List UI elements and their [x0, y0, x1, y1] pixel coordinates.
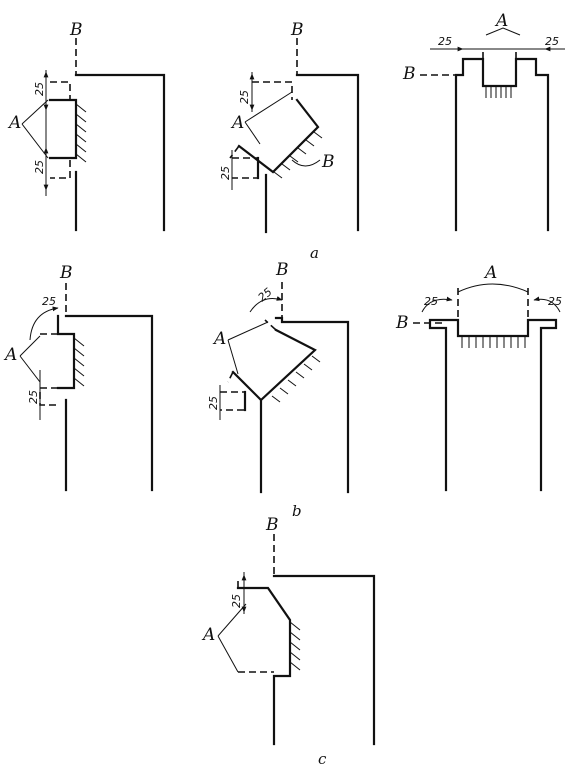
hatch-c — [289, 621, 301, 671]
label-b: B — [275, 260, 289, 280]
label-b: B — [395, 313, 409, 333]
label-a: A — [230, 113, 244, 133]
dim-25: 25 — [33, 160, 46, 174]
hatch-a1 — [75, 103, 87, 163]
panel-a3: A 25 25 B — [402, 11, 565, 232]
label-b: B — [321, 152, 335, 172]
caption-a: a — [310, 244, 319, 262]
plate — [274, 316, 350, 494]
label-a: A — [7, 113, 21, 133]
dim-25: 25 — [27, 390, 40, 404]
label-b: B — [59, 263, 73, 283]
panel-a1: B 25 25 A — [7, 20, 166, 232]
plate — [74, 73, 166, 232]
dim-25: 25 — [424, 295, 438, 308]
label-b: B — [402, 64, 416, 84]
dim-25: 25 — [42, 295, 56, 308]
dim-25: 25 — [238, 90, 251, 104]
dim-25: 25 — [438, 35, 452, 48]
dim-25: 25 — [256, 285, 275, 304]
caption-b: b — [292, 502, 302, 520]
dim-25: 25 — [548, 295, 562, 308]
plate — [454, 57, 550, 232]
weld-profile — [56, 314, 76, 390]
panel-b1: B 25 25 A — [3, 263, 154, 492]
dim-25: 25 — [545, 35, 559, 48]
plate — [64, 314, 154, 492]
caption-c: c — [318, 750, 327, 768]
plate — [272, 574, 376, 746]
weld-profile — [48, 98, 78, 160]
label-b: B — [265, 515, 279, 535]
label-b: B — [290, 20, 304, 40]
panel-c: B 25 A — [201, 515, 376, 746]
weld-profile — [237, 98, 320, 174]
label-a: A — [3, 345, 17, 365]
label-a: A — [494, 11, 508, 31]
dim-25: 25 — [207, 396, 220, 410]
dim-25: 25 — [33, 82, 46, 96]
hatch-b3 — [461, 337, 526, 348]
panel-b2: B 25 25 A — [207, 260, 350, 494]
hatch-b1 — [73, 337, 85, 387]
panel-a2: B 25 25 A B — [219, 20, 360, 234]
plate — [428, 318, 558, 492]
hatch-b2 — [271, 355, 321, 403]
hatch-a2 — [273, 131, 323, 179]
hatch-a3 — [485, 87, 512, 98]
label-a: A — [483, 263, 497, 283]
weld-profile — [236, 586, 292, 746]
plate — [295, 73, 360, 232]
weld-profile — [231, 328, 317, 402]
panel-b3: A B 25 25 — [395, 263, 562, 492]
label-a: A — [212, 329, 226, 349]
label-b: B — [69, 20, 83, 40]
dim-25: 25 — [219, 166, 232, 180]
label-a: A — [201, 625, 215, 645]
dim-25: 25 — [230, 594, 243, 608]
